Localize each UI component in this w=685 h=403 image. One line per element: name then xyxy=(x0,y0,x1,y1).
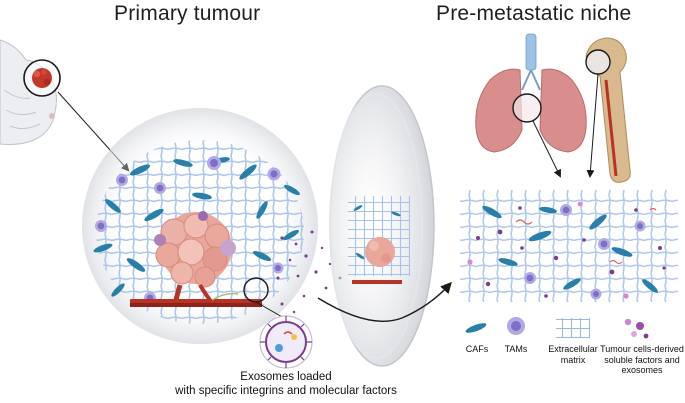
legend-tumour-line2: soluble factors and xyxy=(604,354,680,365)
blood-vessel-icon xyxy=(130,284,262,307)
femur-bone-icon xyxy=(585,37,631,183)
exosome-caption-line2: with specific integrins and molecular fa… xyxy=(175,385,397,397)
exosome-zoom-circle xyxy=(243,277,269,303)
lens-magnifier xyxy=(329,85,435,367)
caf-cells xyxy=(93,157,300,297)
legend-ecm-label: Extracellular matrix xyxy=(544,344,602,365)
exosome-dots xyxy=(276,230,342,314)
legend-tumour-factors-label: Tumour cells-derived soluble factors and… xyxy=(600,344,684,376)
legend-caf-icon xyxy=(465,323,487,333)
legend-tam-icon xyxy=(507,317,525,335)
transfer-arrow xyxy=(317,281,452,322)
primary-tumour-microenvironment xyxy=(82,108,318,344)
legend-ecm-line2: matrix xyxy=(560,354,586,365)
legend-tams-label: TAMs xyxy=(504,344,528,354)
primary-tumour-title: Primary tumour xyxy=(114,2,261,25)
legend-tumour-line1: Tumour cells-derived xyxy=(600,344,684,354)
pre-metastatic-niche-title: Pre-metastatic niche xyxy=(436,2,632,25)
exosome-icon xyxy=(259,315,313,369)
lungs-icon xyxy=(475,33,587,153)
legend-icons xyxy=(465,317,649,339)
pre-metastatic-niche-matrix xyxy=(460,190,678,302)
tumour-mass xyxy=(154,211,236,288)
breast-icon xyxy=(0,39,61,145)
legend-tumour-line3: exosomes xyxy=(621,365,663,375)
legend-cafs-label: CAFs xyxy=(465,344,489,354)
legend-exosome-icon xyxy=(624,318,649,339)
exosome-caption-line1: Exosomes loaded xyxy=(240,371,332,383)
legend-ecm-line1: Extracellular xyxy=(548,344,598,354)
legend-ecm-icon xyxy=(556,318,590,338)
